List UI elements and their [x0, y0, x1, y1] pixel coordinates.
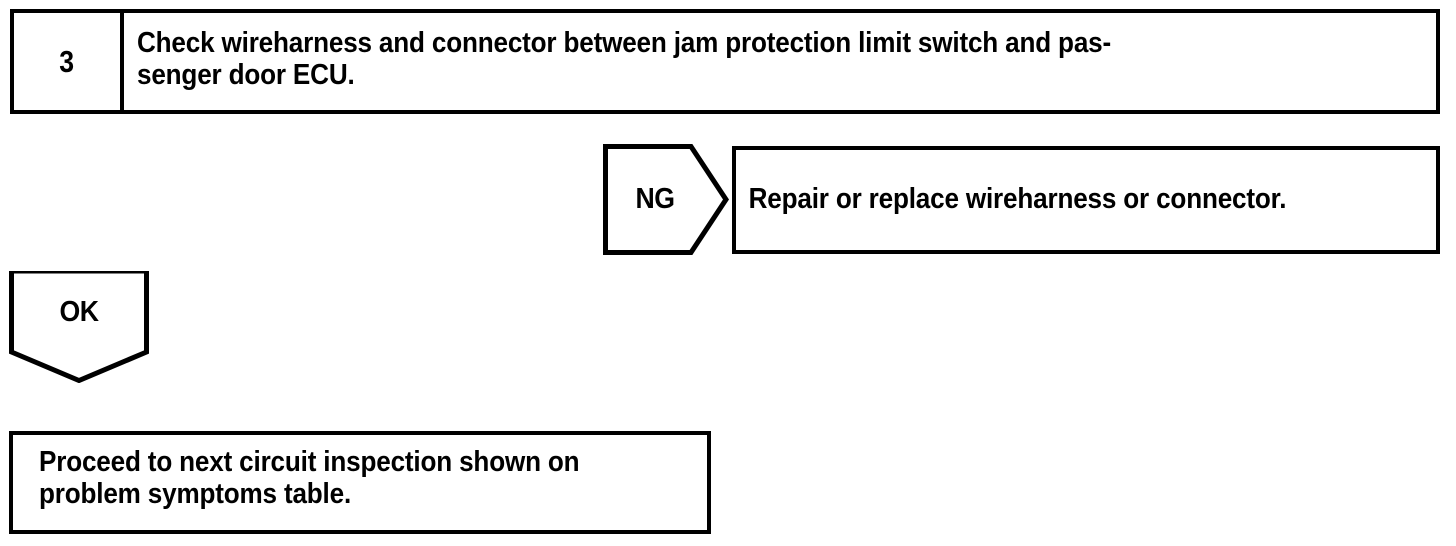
step-number-cell: 3 — [14, 13, 124, 110]
ok-result-text: Proceed to next circuit inspection shown… — [39, 446, 580, 511]
ng-label: NG — [635, 183, 675, 215]
ok-pentagon-icon — [9, 271, 149, 383]
ng-branch-marker: NG — [603, 144, 729, 255]
ok-branch-marker: OK — [9, 271, 149, 383]
step-row: 3 Check wireharness and connector betwee… — [10, 9, 1440, 114]
step-instruction-text: Check wireharness and connector between … — [137, 27, 1112, 92]
step-instruction-cell: Check wireharness and connector between … — [124, 13, 1436, 110]
ok-result-box: Proceed to next circuit inspection shown… — [9, 431, 711, 534]
step-number: 3 — [59, 44, 75, 79]
ng-result-text: Repair or replace wireharness or connect… — [748, 183, 1287, 216]
ng-pentagon-icon — [603, 144, 729, 255]
ok-label: OK — [59, 295, 99, 328]
ng-result-box: Repair or replace wireharness or connect… — [732, 146, 1440, 254]
